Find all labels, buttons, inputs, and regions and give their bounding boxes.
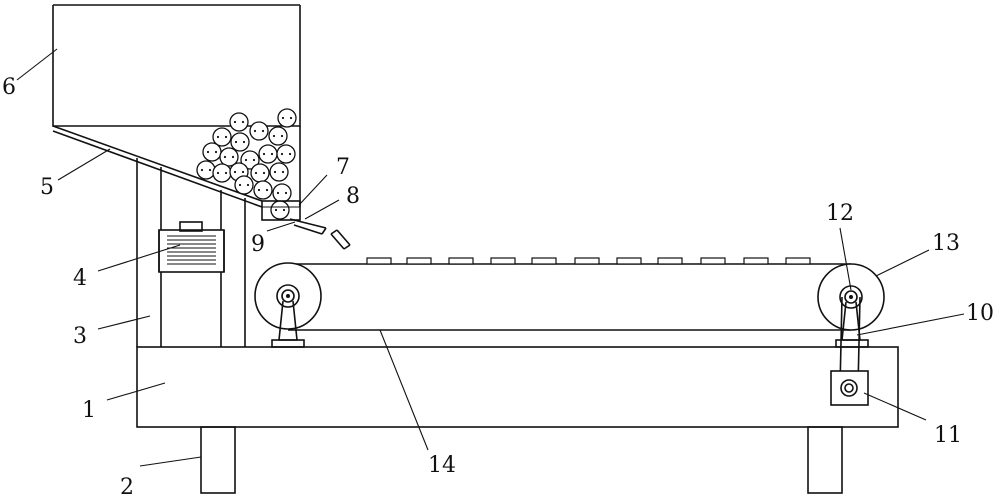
label-11: 11 bbox=[934, 423, 962, 448]
ball bbox=[196, 160, 216, 180]
ball bbox=[240, 150, 260, 170]
label-4: 4 bbox=[73, 266, 87, 291]
right-roller bbox=[817, 263, 885, 348]
label-12: 12 bbox=[826, 201, 854, 226]
sloped-plate bbox=[52, 125, 301, 208]
belt-slat bbox=[366, 257, 392, 265]
conveyor-belt bbox=[288, 263, 851, 331]
ball bbox=[219, 147, 239, 167]
ball bbox=[250, 163, 270, 183]
belt-slat bbox=[657, 257, 683, 265]
belt-slat bbox=[785, 257, 811, 265]
ball bbox=[268, 126, 288, 146]
label-3: 3 bbox=[73, 324, 87, 349]
belt-slat bbox=[448, 257, 474, 265]
label-2: 2 bbox=[120, 475, 134, 500]
falling-ball bbox=[330, 229, 351, 250]
base-platform bbox=[136, 346, 899, 428]
label-14: 14 bbox=[428, 453, 456, 478]
chute bbox=[289, 218, 327, 235]
ball bbox=[277, 108, 297, 128]
belt-slat bbox=[743, 257, 769, 265]
belt-slats bbox=[366, 257, 811, 265]
ball bbox=[202, 142, 222, 162]
ball bbox=[253, 180, 273, 200]
label-6: 6 bbox=[2, 75, 16, 100]
hopper bbox=[52, 4, 301, 127]
label-10: 10 bbox=[966, 301, 994, 326]
label-8: 8 bbox=[346, 184, 360, 209]
ball bbox=[234, 175, 254, 195]
ball bbox=[276, 144, 296, 164]
label-5: 5 bbox=[40, 175, 54, 200]
ball bbox=[269, 162, 289, 182]
belt-slat bbox=[574, 257, 600, 265]
left-leg bbox=[200, 426, 236, 494]
ball bbox=[229, 112, 249, 132]
drive-motor bbox=[830, 370, 869, 406]
label-13: 13 bbox=[932, 231, 960, 256]
belt-slat bbox=[490, 257, 516, 265]
part-labels: 1 2 3 4 5 6 7 8 9 10 11 12 13 14 bbox=[2, 75, 994, 500]
ball bbox=[258, 144, 278, 164]
left-roller bbox=[254, 262, 322, 348]
motor-block bbox=[158, 221, 225, 273]
label-7: 7 bbox=[336, 155, 350, 180]
ball bbox=[270, 200, 290, 220]
ball bbox=[212, 163, 232, 183]
ball bbox=[212, 127, 232, 147]
belt-slat bbox=[616, 257, 642, 265]
ball bbox=[272, 183, 292, 203]
ball bbox=[230, 132, 250, 152]
ball bbox=[249, 121, 269, 141]
belt-slat bbox=[531, 257, 557, 265]
belt-slat bbox=[406, 257, 432, 265]
leader-lines bbox=[16, 48, 965, 467]
outlet-box bbox=[261, 200, 301, 221]
right-leg bbox=[807, 426, 843, 494]
ball-pile bbox=[196, 108, 297, 220]
belt-slat bbox=[700, 257, 726, 265]
label-1: 1 bbox=[82, 398, 96, 423]
label-9: 9 bbox=[251, 232, 265, 257]
